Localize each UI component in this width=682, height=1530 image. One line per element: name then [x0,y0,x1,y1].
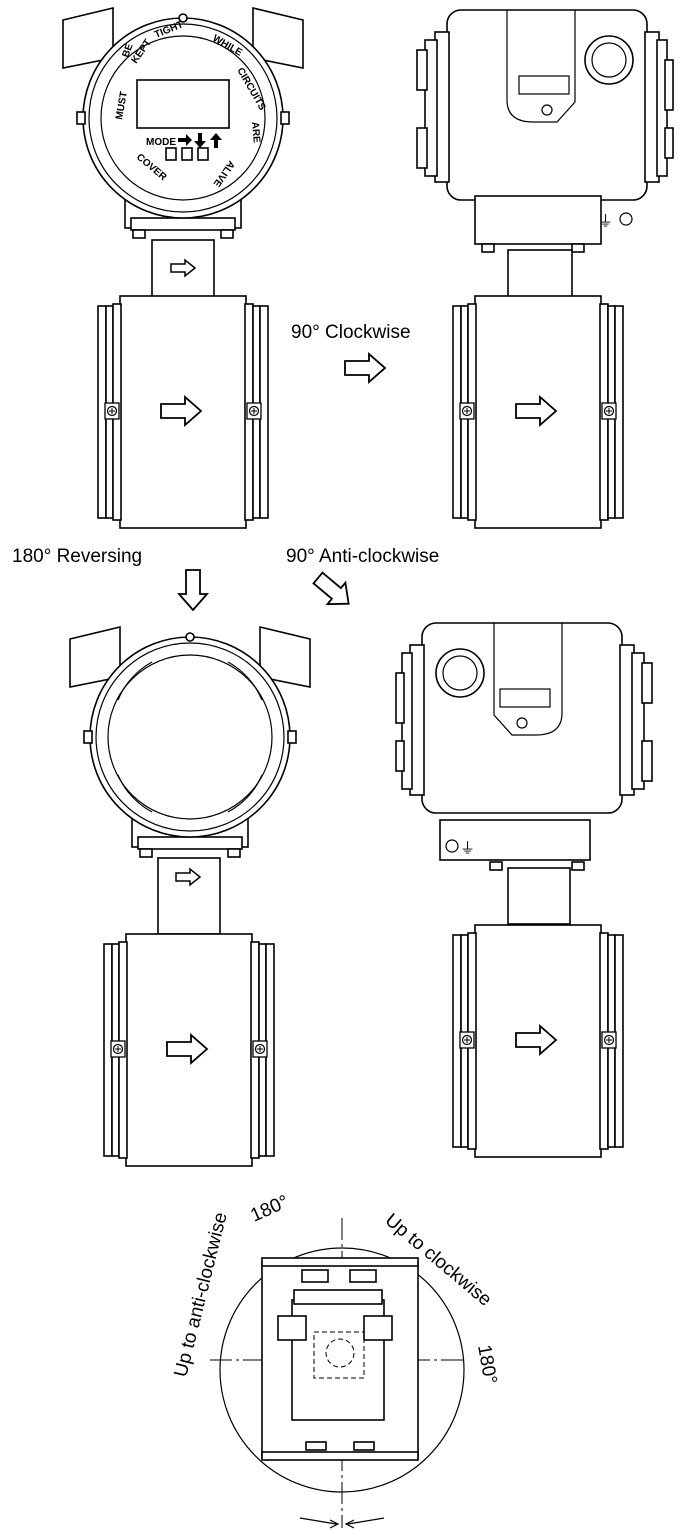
cover-word: ARE [249,121,262,143]
cover-word: MUST [114,91,130,121]
lcd-display [136,79,230,129]
svg-text:⏚: ⏚ [598,213,613,230]
label-90-anticlockwise: 90° Anti-clockwise [286,546,439,567]
label-180-reversing: 180° Reversing [12,546,142,567]
down-key-icon [194,133,206,148]
up-key-icon [210,133,222,148]
side-view-clockwise: ⏚ [416,9,674,528]
svg-text:⏚: ⏚ [460,840,475,857]
arrow-clockwise-icon [344,353,386,383]
front-view-reversed [69,626,311,1166]
label-anticlockwise-180: 180° [247,1191,291,1226]
label-90-clockwise: 90° Clockwise [291,322,411,343]
arrow-reversing-icon [178,569,208,611]
side-view-anticlockwise: ⏚ [395,622,653,1157]
cover-word: BE [120,42,135,59]
right-key-icon [178,134,192,146]
label-up-to-anticlockwise: Up to anti-clockwise [170,1210,231,1379]
rotation-range-diagram: Up to anti-clockwise 180° Up to clockwis… [170,1191,501,1529]
front-view-display: MODE BE MUST COVER KEPT TIGHT WHILE CIRC… [62,7,304,528]
label-clockwise-180: 180° [473,1343,501,1385]
mode-label: MODE [146,137,176,148]
arrow-anticlockwise-icon [308,566,359,616]
